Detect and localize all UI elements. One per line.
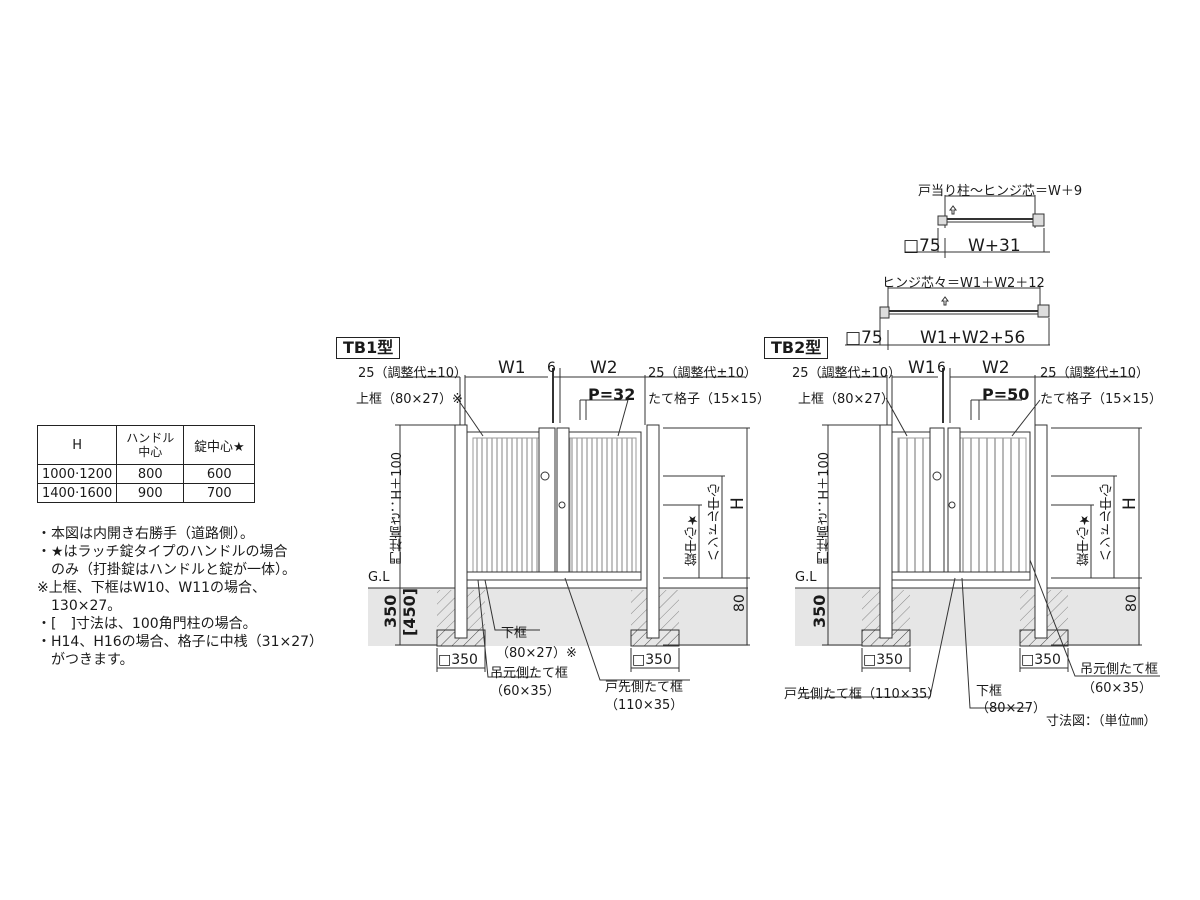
tb2-gap: 6 — [937, 360, 946, 376]
tb1-gl: G.L — [368, 570, 390, 585]
tb2-top-frame: 上框（80×27） — [798, 392, 894, 407]
tb2-adj-left: 25（調整代±10） — [792, 366, 901, 381]
plan-mid-post: □75 — [845, 328, 883, 348]
note-line: ・H14、H16の場合、格子に中桟（31×27） — [37, 634, 324, 650]
tb1-latch-frame: 戸先側たて框 — [605, 680, 684, 695]
note-line: ・本図は内開き右勝手（道路側）。 — [37, 526, 254, 542]
tb2-handle-center: ハンドル中心 — [1100, 484, 1115, 562]
note-line: がつきます。 — [37, 652, 134, 668]
tb2-lattice: たて格子（15×15） — [1040, 392, 1162, 407]
tb1-hinge-frame: 吊元側たて框 — [490, 666, 569, 681]
tb2-post-height: 門柱高さ：H＋100 — [817, 452, 832, 565]
tb2-w2: W2 — [982, 358, 1010, 378]
tb2-lock-center: 錠中心★ — [1077, 512, 1092, 566]
note-line: ・[ ]寸法は、100角門柱の場合。 — [37, 616, 257, 632]
tb1-adj-right: 25（調整代±10） — [648, 366, 757, 381]
plan-top-post: □75 — [903, 236, 941, 256]
tb1-depth: 350 — [381, 594, 400, 628]
tb1-depth-alt: [450] — [400, 587, 419, 636]
tb2-latch-frame: 戸先側たて框（110×35） — [784, 687, 941, 702]
table-row: 1400·1600 900 700 — [36, 483, 256, 503]
note-line: ・★はラッチ錠タイプのハンドルの場合 — [37, 544, 288, 560]
tb1-title: TB1型 — [336, 337, 401, 359]
tb2-bottom-frame: 下框 — [976, 684, 1003, 699]
tb2-elevation — [795, 368, 1160, 709]
tb2-adj-right: 25（調整代±10） — [1040, 366, 1149, 381]
tb1-pitch: P=32 — [588, 385, 636, 404]
tb2-gl: G.L — [795, 570, 817, 585]
tb2-w1: W1 — [908, 358, 936, 378]
note-line: のみ（打掛錠はハンドルと錠が一体）。 — [37, 562, 296, 578]
tb1-w2: W2 — [590, 358, 618, 378]
col-h: H — [36, 425, 118, 465]
plan-view-single — [905, 195, 1050, 258]
table-row: 1000·1200 800 600 — [36, 464, 256, 484]
tb2-footing-right: □350 — [1021, 652, 1061, 668]
tb1-top-frame: 上框（80×27）※ — [356, 392, 463, 407]
note-line: 130×27。 — [37, 598, 122, 614]
tb2-pitch: P=50 — [982, 385, 1030, 404]
plan-mid-width: W1+W2+56 — [920, 328, 1026, 348]
tb2-footing-left: □350 — [863, 652, 903, 668]
tb2-title: TB2型 — [764, 337, 829, 359]
tb2-hinge-frame-size: （60×35） — [1082, 681, 1152, 696]
tb1-lock-center: 錠中心★ — [685, 512, 700, 566]
tb1-lattice: たて格子（15×15） — [648, 392, 770, 407]
tb1-footing-right: □350 — [632, 652, 672, 668]
tb1-bottom-frame: 下框 — [501, 626, 528, 641]
tb2-depth: 350 — [810, 594, 829, 628]
tb2-bottom-frame-size: （80×27） — [976, 701, 1046, 716]
tb1-hinge-frame-size: （60×35） — [490, 684, 560, 699]
tb1-bottom-gap: 80 — [732, 594, 748, 612]
plan-top-label: 戸当り柱～ヒンジ芯＝W＋9 — [918, 184, 1083, 199]
notes: ・本図は内開き右勝手（道路側）。 ・★はラッチ錠タイプのハンドルの場合 のみ（打… — [37, 525, 323, 669]
tb1-latch-frame-size: （110×35） — [605, 698, 684, 713]
tb2-height: H — [1120, 497, 1140, 510]
tb1-gap: 6 — [547, 360, 556, 376]
footer-unit: 寸法図：（単位㎜） — [1046, 714, 1157, 729]
plan-view-double — [845, 287, 1050, 350]
tb2-bottom-gap: 80 — [1124, 594, 1140, 612]
tb1-handle-center: ハンドル中心 — [708, 484, 723, 562]
tb1-adj-left: 25（調整代±10） — [358, 366, 467, 381]
col-handle: ハンドル 中心 — [116, 425, 185, 465]
tb1-bottom-frame-size: （80×27）※ — [496, 646, 577, 661]
tb1-footing-left: □350 — [438, 652, 478, 668]
plan-mid-label: ヒンジ芯々＝W1＋W2＋12 — [882, 276, 1045, 291]
tb1-elevation — [368, 368, 750, 681]
tb1-w1: W1 — [498, 358, 526, 378]
plan-top-width: W+31 — [968, 236, 1021, 256]
tb2-hinge-frame: 吊元側たて框 — [1080, 662, 1159, 677]
col-lock: 錠中心★ — [183, 425, 256, 465]
tb1-post-height: 門柱高さ：H＋100 — [390, 452, 405, 565]
spec-table: H ハンドル 中心 錠中心★ 1000·1200 800 600 1400·16… — [36, 425, 256, 503]
tb1-height: H — [728, 497, 748, 510]
note-line: ※上框、下框はW10、W11の場合、 — [37, 580, 267, 596]
